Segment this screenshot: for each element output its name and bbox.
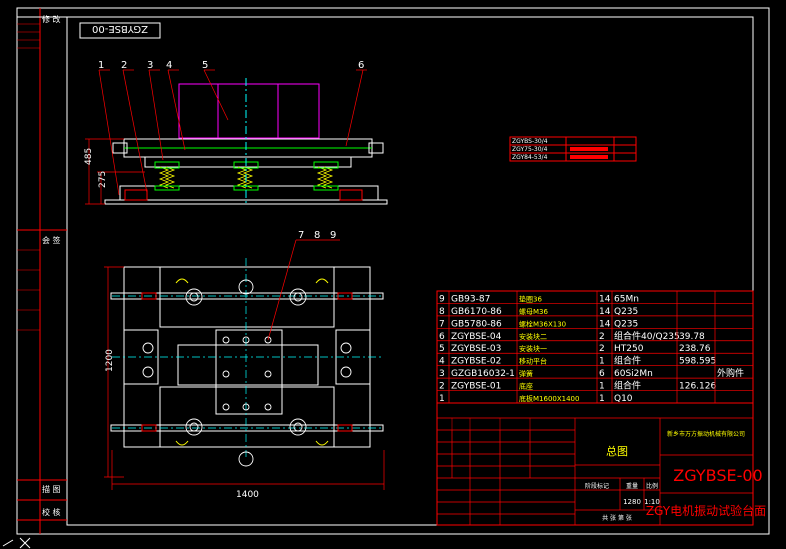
bom-cell: 组合件40/Q235	[614, 330, 680, 342]
side-label-countersign: 会 签	[42, 235, 61, 245]
side-label-trace: 描 图	[42, 484, 61, 494]
part-label-3: 3	[147, 60, 153, 71]
bom-cell: 螺栓M36X130	[519, 319, 566, 328]
part-label-6: 6	[358, 60, 364, 71]
bom-cell: 1	[599, 357, 605, 367]
title-company: 新乡市万方振动机械有限公司	[667, 430, 745, 438]
bom-cell: 弹簧	[519, 369, 533, 378]
title-product: ZGY电机振动试验台面	[646, 503, 766, 518]
part-label-5: 5	[202, 60, 208, 71]
bom-cell: ZGYBSE-04	[451, 332, 502, 342]
dim-height-total: 485	[84, 148, 94, 165]
elevation-view[interactable]: 1 2 3 4 5 6 485 275	[84, 60, 388, 206]
title-block: 总图 新乡市万方振动机械有限公司 ZGYBSE-00 ZGY电机振动试验台面 阶…	[436, 402, 766, 526]
bom-cell: 2	[599, 344, 605, 354]
bom-cell: 9	[439, 294, 445, 304]
plan-view[interactable]: 7 8 9 1200 1400	[104, 230, 385, 500]
bom-cell: 14	[599, 307, 611, 317]
bom-cell: 组合件	[614, 380, 641, 392]
bom-cell: 2	[599, 332, 605, 342]
bom-cell: Q235	[614, 307, 638, 317]
part-label-1: 1	[98, 60, 104, 71]
plan-label-9: 9	[330, 230, 336, 241]
bom-cell: 5	[439, 344, 445, 354]
bom-cell: 598.595	[679, 357, 716, 367]
bom-cell: 安装块一	[519, 344, 547, 353]
title-scale: 1:10	[644, 498, 660, 506]
bolt-holes	[142, 279, 352, 467]
dim-plan-width: 1400	[236, 490, 259, 500]
stamp-text: ZGYBSE-00	[92, 23, 148, 34]
side-label-revise: 修 改	[42, 14, 61, 24]
drawing-outer-frame	[16, 7, 770, 535]
part-label-4: 4	[166, 60, 172, 71]
bom-cell: 安装块二	[519, 332, 547, 341]
bom-cell: 1	[599, 394, 605, 404]
bom-cell: HT250	[614, 344, 644, 354]
bom-cell: Q235	[614, 319, 638, 329]
bom-cell: 3	[439, 369, 445, 379]
bom-cell: 6	[599, 369, 605, 379]
dim-plan-height: 1200	[105, 349, 115, 372]
bom-cell: 8	[439, 307, 445, 317]
bom-cell: GB93-87	[451, 294, 490, 304]
small-table-r3: ZGY84-53/4	[512, 154, 548, 161]
ucs-icon	[2, 537, 31, 549]
bom-cell: 底板M1600X1400	[519, 394, 579, 403]
bom-cell: 6	[439, 332, 445, 342]
bom-cell: 14	[599, 294, 611, 304]
left-side-strip: 修 改 会 签 描 图 校 核	[17, 8, 67, 534]
bom-cell: 垫圈36	[519, 294, 542, 303]
drawing-inner-frame	[66, 16, 754, 526]
bom-cell: 1	[439, 394, 445, 404]
title-drawing-number: ZGYBSE-00	[673, 466, 762, 485]
small-table-r1: ZGYBS-30/4	[512, 138, 548, 145]
title-weight: 1280	[623, 498, 641, 506]
bom-cell: 60Si2Mn	[614, 369, 653, 379]
bom-cell: 底座	[519, 382, 533, 391]
bom-cell: 2	[439, 382, 445, 392]
title-stage-label: 阶段标记	[585, 482, 609, 490]
spring-group	[158, 166, 334, 189]
small-table-r2: ZGY75-30/4	[512, 146, 548, 153]
bom-cell: 238.76	[679, 344, 711, 354]
bom-cell: GB6170-86	[451, 307, 502, 317]
bom-cell: 外购件	[717, 367, 744, 379]
bom-cell: 126.126	[679, 382, 716, 392]
title-weight-label: 重量	[626, 482, 638, 490]
dim-height-lower: 275	[98, 171, 108, 188]
bom-cell: ZGYBSE-03	[451, 344, 501, 354]
bom-cell: 7	[439, 319, 445, 329]
drawing-number-stamp: ZGYBSE-00	[79, 22, 161, 39]
bom-cell: 1	[599, 382, 605, 392]
title-part-name: 总图	[606, 444, 628, 458]
bom-cell: 组合件	[614, 355, 641, 367]
bom-cell: ZGYBSE-02	[451, 357, 501, 367]
title-scale-label: 比例	[646, 482, 658, 490]
bom-cell: 14	[599, 319, 611, 329]
bom-cell: Q10	[614, 394, 633, 404]
bom-cell: 螺母M36	[519, 307, 548, 316]
bom-cell: GZGB16032-1	[451, 369, 515, 379]
bom-cell: GB5780-86	[451, 319, 502, 329]
plan-label-8: 8	[314, 230, 320, 241]
bom-cell: 4	[439, 357, 445, 367]
bom-cell: 65Mn	[614, 294, 639, 304]
title-sheet-label: 共 张 第 张	[602, 514, 632, 522]
cylinder-spec-table: ZGYBS-30/4 ZGY75-30/4 ZGY84-53/4	[509, 136, 637, 162]
plan-label-7: 7	[298, 230, 304, 241]
bom-cell: ZGYBSE-01	[451, 382, 501, 392]
side-label-check: 校 核	[42, 507, 61, 517]
part-label-2: 2	[121, 60, 127, 71]
bom-cell: 39.78	[679, 332, 705, 342]
bom-cell: 移动平台	[519, 357, 547, 366]
